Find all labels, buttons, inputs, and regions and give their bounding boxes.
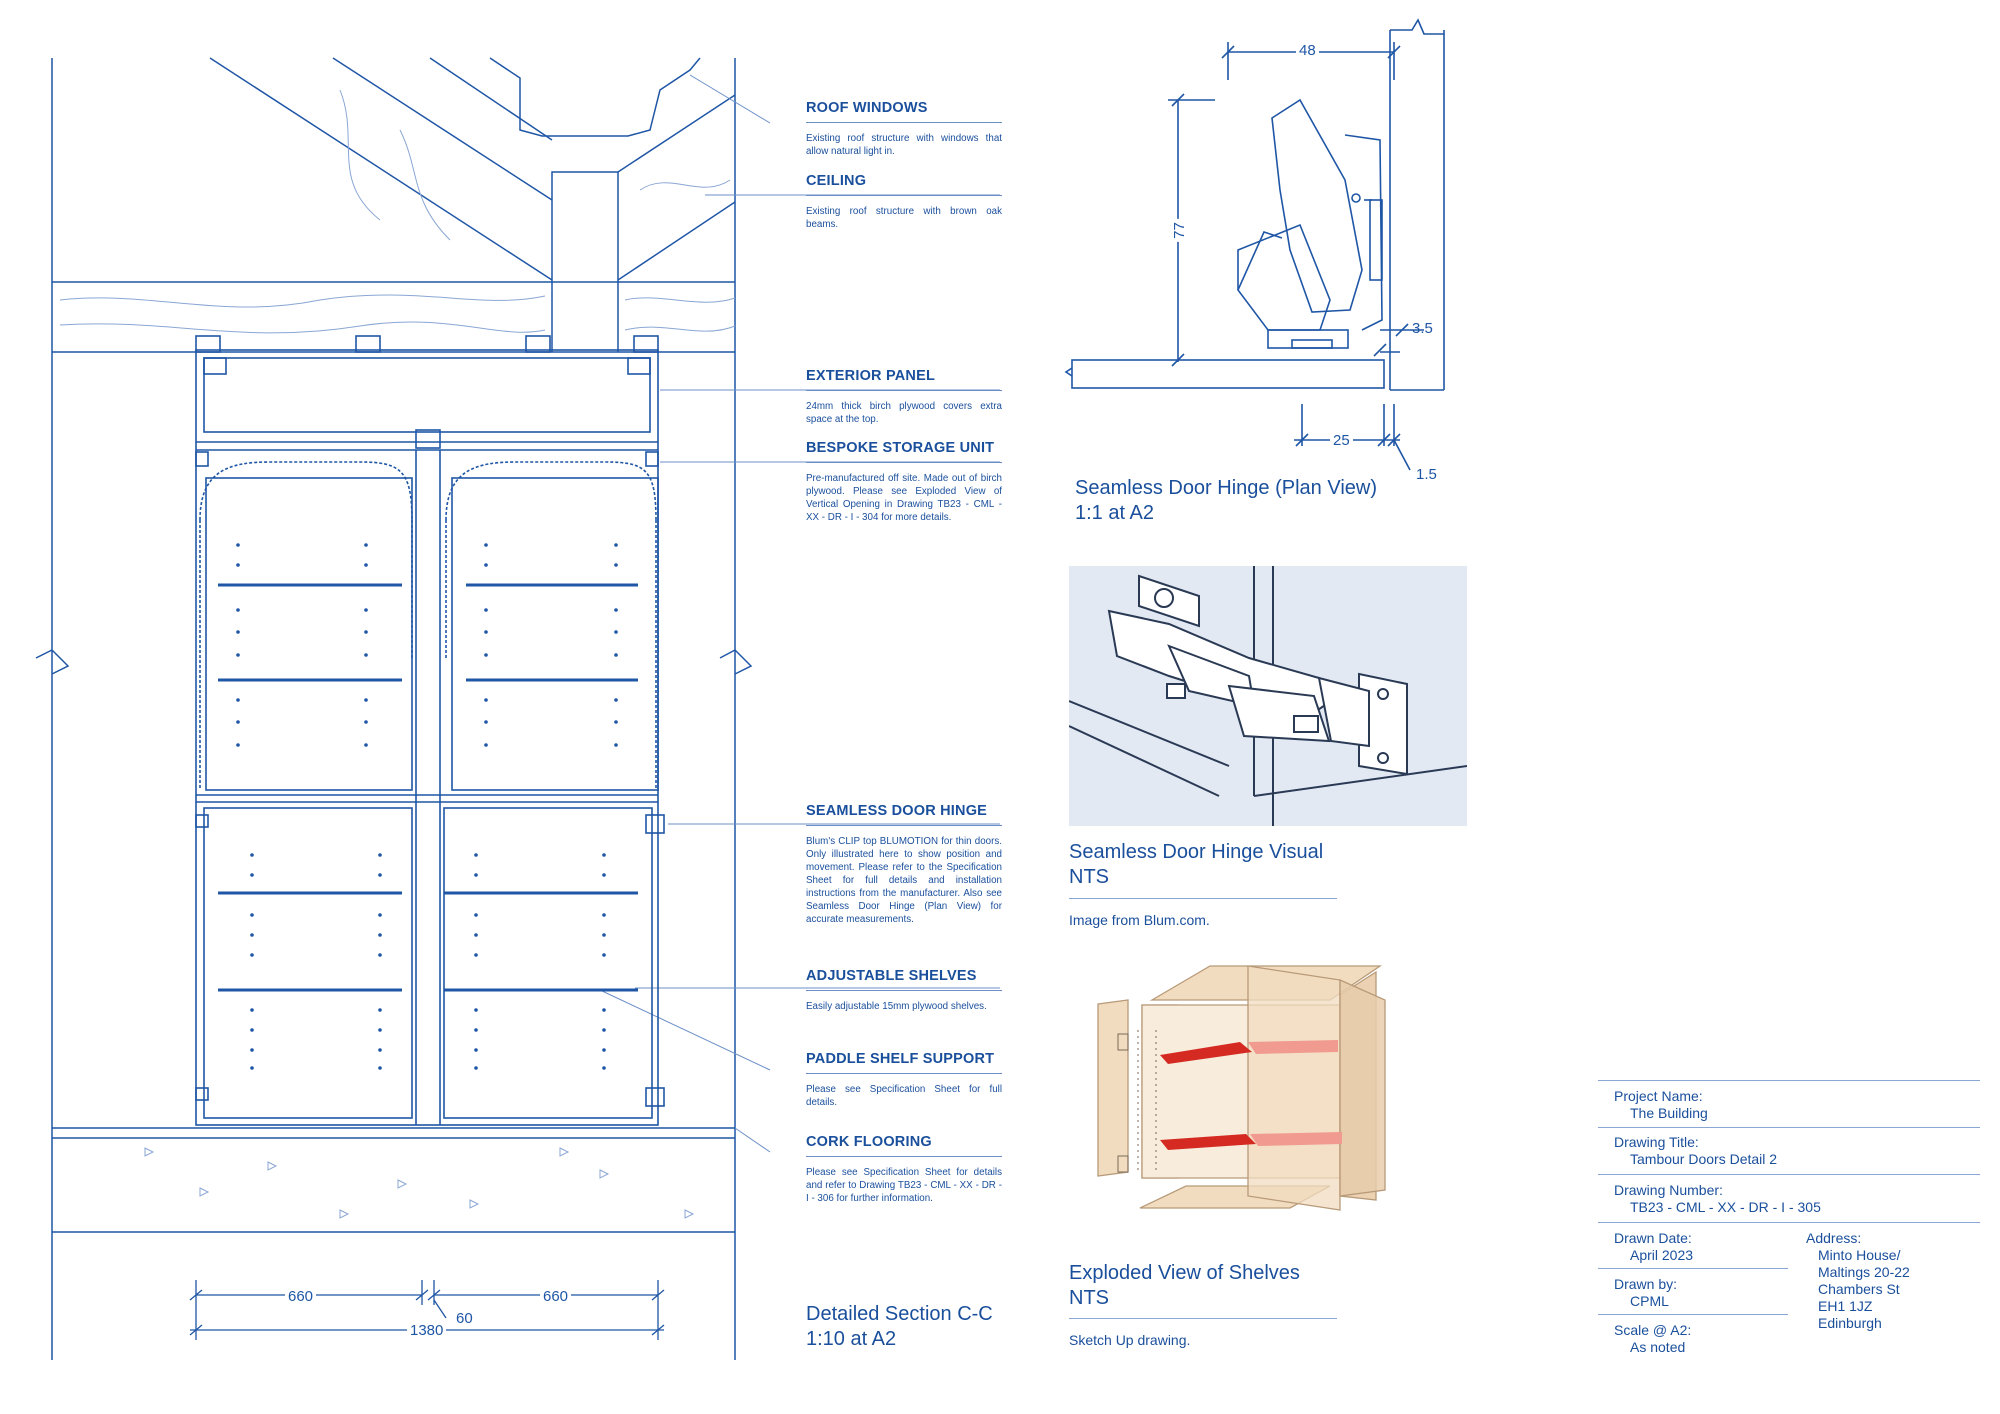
dim-hinge-77: 77 [1170,219,1188,242]
drawing-title-field: Drawing Title: Tambour Doors Detail 2 [1614,1134,1777,1168]
drawing-title-label: Drawing Title: [1614,1134,1699,1150]
annotation-heading: CEILING [806,173,867,189]
annotation-roof-windows: ROOF WINDOWS Existing roof structure wit… [806,100,1002,158]
annotation-heading: SEAMLESS DOOR HINGE [806,803,988,819]
hinge-visual-scale: NTS [1069,866,1109,888]
annotation-exterior-panel: EXTERIOR PANEL 24mm thick birch plywood … [806,368,1002,426]
drawn-date-label: Drawn Date: [1614,1230,1692,1246]
shelves-view-title: Exploded View of Shelves [1069,1262,1300,1284]
address-line: Edinburgh [1818,1315,1882,1331]
annotation-body: Pre-manufactured off site. Made out of b… [806,473,1002,523]
shelves-view-rule [1069,1318,1337,1319]
annotation-body: Please see Specification Sheet for detai… [806,1167,1002,1204]
shelves-view-note: Sketch Up drawing. [1069,1332,1191,1348]
hinge-plan-title: Seamless Door Hinge (Plan View) [1075,477,1377,499]
dim-gap-60: 60 [456,1310,473,1327]
annotation-rule [806,1156,1002,1157]
annotation-body: Existing roof structure with windows tha… [806,133,1002,157]
project-label: Project Name: [1614,1088,1703,1104]
project-field: Project Name: The Building [1614,1088,1708,1122]
dim-hinge-1-5: 1.5 [1416,466,1437,483]
section-title-block: Detailed Section C-C 1:10 at A2 [806,1302,993,1352]
drawing-number-field: Drawing Number: TB23 - CML - XX - DR - I… [1614,1182,1821,1216]
address-label: Address: [1806,1230,1862,1246]
section-scale: 1:10 at A2 [806,1328,897,1350]
shelves-view-scale: NTS [1069,1287,1109,1309]
hinge-visual-title: Seamless Door Hinge Visual [1069,841,1324,863]
title-block-rule [1598,1314,1788,1315]
annotation-heading: EXTERIOR PANEL [806,368,936,384]
annotation-heading: CORK FLOORING [806,1134,932,1150]
annotation-heading: ROOF WINDOWS [806,100,928,116]
annotation-ceiling: CEILING Existing roof structure with bro… [806,173,1002,231]
project-value: The Building [1630,1105,1708,1121]
hinge-visual-rule [1069,898,1337,899]
shelves-view-title-block: Exploded View of Shelves NTS [1069,1261,1300,1311]
hinge-plan-scale: 1:1 at A2 [1075,502,1154,524]
dim-hinge-3-5: 3.5 [1412,320,1433,337]
scale-field: Scale @ A2: As noted [1614,1322,1691,1356]
annotation-heading: ADJUSTABLE SHELVES [806,968,977,984]
annotation-adjustable-shelves: ADJUSTABLE SHELVES Easily adjustable 15m… [806,968,1002,1013]
annotation-rule [806,825,1002,826]
address-line: Maltings 20-22 [1818,1264,1910,1280]
hinge-plan-title-block: Seamless Door Hinge (Plan View) 1:1 at A… [1075,476,1377,526]
annotation-body: 24mm thick birch plywood covers extra sp… [806,401,1002,425]
section-title: Detailed Section C-C [806,1303,993,1325]
drawn-by-field: Drawn by: CPML [1614,1276,1677,1310]
annotation-body: Please see Specification Sheet for full … [806,1084,1002,1108]
drawn-date-value: April 2023 [1630,1247,1694,1263]
annotation-seamless-door-hinge: SEAMLESS DOOR HINGE Blum's CLIP top BLUM… [806,803,1002,926]
annotation-rule [806,990,1002,991]
hinge-visual-note: Image from Blum.com. [1069,912,1210,928]
annotation-paddle-shelf-support: PADDLE SHELF SUPPORT Please see Specific… [806,1051,1002,1109]
annotation-heading: BESPOKE STORAGE UNIT [806,440,995,456]
annotation-rule [806,122,1002,123]
annotation-rule [806,1073,1002,1074]
scale-value: As noted [1630,1339,1686,1355]
scale-label: Scale @ A2: [1614,1322,1692,1338]
annotation-rule [806,195,1002,196]
annotation-cork-flooring: CORK FLOORING Please see Specification S… [806,1134,1002,1205]
annotation-body: Blum's CLIP top BLUMOTION for thin doors… [806,836,1002,925]
title-block-rule [1598,1222,1980,1223]
annotation-heading: PADDLE SHELF SUPPORT [806,1051,995,1067]
dim-hinge-25: 25 [1330,432,1353,449]
hinge-visual-image [1068,566,1468,826]
drawn-date-field: Drawn Date: April 2023 [1614,1230,1693,1264]
drawn-by-value: CPML [1630,1293,1669,1309]
annotation-body: Existing roof structure with brown oak b… [806,206,1002,230]
drawing-title-value: Tambour Doors Detail 2 [1630,1151,1778,1167]
drawing-number-label: Drawing Number: [1614,1182,1723,1198]
address-line: Chambers St [1818,1281,1900,1297]
annotation-bespoke-storage-unit: BESPOKE STORAGE UNIT Pre-manufactured of… [806,440,1002,524]
address-line: EH1 1JZ [1818,1298,1873,1314]
title-block-rule [1598,1268,1788,1269]
annotation-rule [806,390,1002,391]
drawing-number-value: TB23 - CML - XX - DR - I - 305 [1630,1199,1821,1215]
dim-total-1380: 1380 [407,1322,447,1339]
address-field: Address: Minto House/ Maltings 20-22 Cha… [1806,1230,1910,1332]
address-line: Minto House/ [1818,1247,1901,1263]
annotation-rule [806,462,1002,463]
dim-right-660: 660 [540,1288,572,1305]
title-block-rule [1598,1080,1980,1081]
hinge-visual-title-block: Seamless Door Hinge Visual NTS [1069,840,1323,890]
annotation-body: Easily adjustable 15mm plywood shelves. [806,1001,987,1012]
dim-hinge-48: 48 [1296,42,1319,59]
drawn-by-label: Drawn by: [1614,1276,1678,1292]
dim-left-660: 660 [285,1288,317,1305]
title-block-rule [1598,1127,1980,1128]
title-block-rule [1598,1174,1980,1175]
